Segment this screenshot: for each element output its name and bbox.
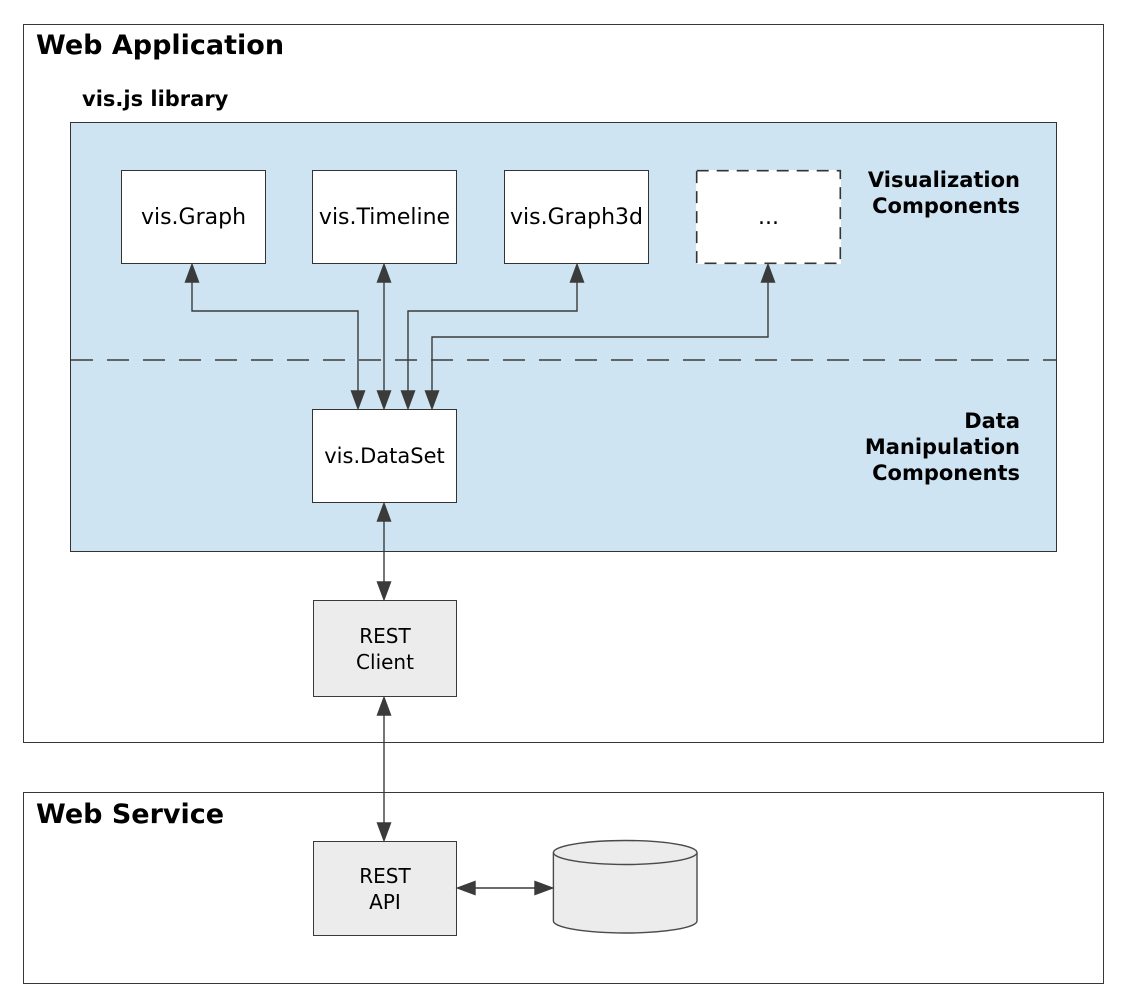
rest-client-box: REST Client [313, 600, 457, 697]
dataset-box: vis.DataSet [312, 409, 457, 503]
vis-library-label: vis.js library [82, 87, 229, 111]
visualization-components-label: Visualization Components [868, 167, 1020, 219]
rest-api-label-line2: API [369, 889, 401, 914]
data-manipulation-label-line2: Manipulation [864, 435, 1020, 459]
database-label: Data [601, 874, 649, 898]
rest-client-label-line2: Client [356, 649, 414, 674]
web-application-title: Web Application [36, 30, 285, 61]
data-manipulation-components-label: Data Manipulation Components [865, 408, 1020, 486]
rest-api-box: REST API [313, 841, 457, 936]
data-manipulation-label-line3: Components [872, 461, 1020, 485]
component-box-vis-graph3d: vis.Graph3d [504, 170, 649, 264]
web-service-title: Web Service [36, 799, 225, 830]
visualization-components-label-line2: Components [872, 194, 1020, 218]
rest-api-label-line1: REST [359, 863, 411, 888]
visualization-components-label-line1: Visualization [867, 168, 1020, 192]
component-box-vis-timeline: vis.Timeline [312, 170, 457, 264]
data-manipulation-label-line1: Data [964, 409, 1020, 433]
component-box-vis-graph: vis.Graph [121, 170, 266, 264]
component-box-more: ... [696, 170, 841, 264]
rest-client-label-line1: REST [359, 623, 411, 648]
